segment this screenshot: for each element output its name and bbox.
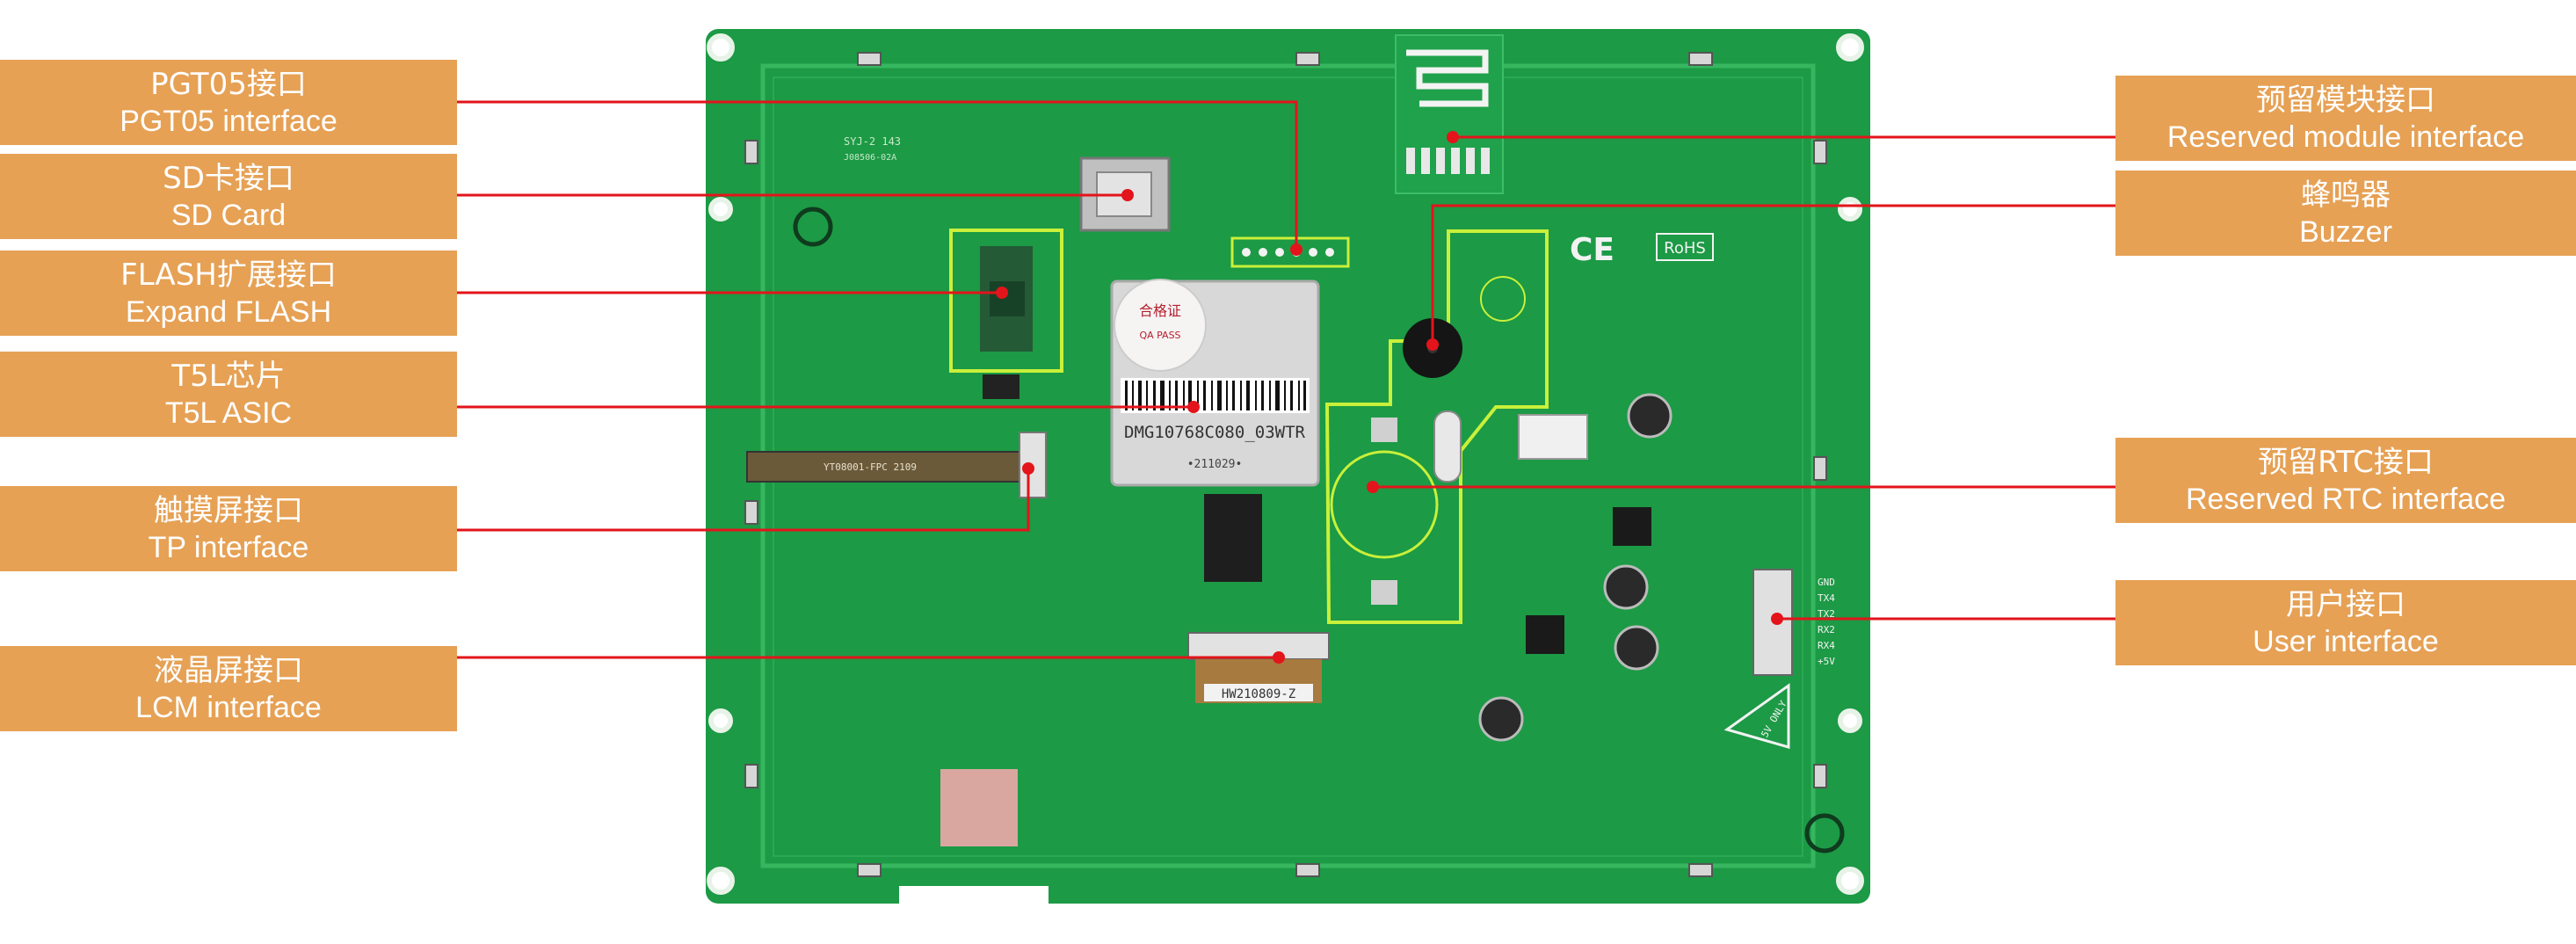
capacitor [1603, 564, 1649, 610]
svg-text:RX2: RX2 [1818, 624, 1835, 635]
module-label: DMG10768C080_03WTR [1124, 423, 1305, 442]
coin-cell-outline [1480, 276, 1526, 322]
callout-user: 用户接口 User interface [2115, 580, 2576, 665]
qc-pass: QA PASS [1139, 330, 1180, 341]
rtc-pad-top [1371, 418, 1397, 442]
warning-triangle [1723, 683, 1790, 749]
mounting-hole [1838, 708, 1862, 733]
mounting-hole [1838, 197, 1862, 221]
capacitor [1627, 393, 1673, 439]
connector-white [1518, 414, 1588, 460]
callout-buzzer: 蜂鸣器 Buzzer [2115, 171, 2576, 256]
date-code: •211029• [1187, 458, 1243, 471]
svg-text:TX2: TX2 [1818, 608, 1835, 620]
callout-module-en: Reserved module interface [2166, 120, 2525, 154]
svg-text:+5V: +5V [1818, 656, 1835, 667]
rtc-battery-holder [1330, 450, 1439, 559]
rtc-zone [1324, 229, 1549, 624]
callout-user-zh: 用户接口 [2286, 586, 2405, 622]
module-header-pins [1406, 148, 1490, 174]
callout-sd-en: SD Card [171, 198, 287, 232]
callout-module-zh: 预留模块接口 [2256, 82, 2435, 118]
mounting-hole [1836, 33, 1864, 62]
leader-pgt05 [457, 100, 1298, 250]
pgt05-header [1230, 236, 1350, 268]
edge-clips [744, 52, 1827, 877]
lcm-label: HW210809-Z [1222, 687, 1295, 701]
tp-fpc-cable [746, 451, 1020, 483]
callout-sd: SD卡接口 SD Card [0, 154, 457, 239]
leader-lines [457, 100, 2115, 659]
inductor [1526, 615, 1564, 654]
flash-pad [990, 281, 1025, 316]
callout-tp-zh: 触摸屏接口 [154, 492, 303, 528]
callout-tp-en: TP interface [148, 530, 309, 564]
callout-flash-en: Expand FLASH [125, 294, 332, 329]
mounting-hole [707, 33, 735, 62]
callout-rtc-zh: 预留RTC接口 [2258, 444, 2434, 480]
callout-flash: FLASH扩展接口 Expand FLASH [0, 251, 457, 336]
sdram-chip [1204, 494, 1262, 582]
mounting-hole [707, 867, 735, 895]
callout-sd-zh: SD卡接口 [163, 160, 294, 196]
mounting-hole [708, 708, 733, 733]
leader-buzzer [1431, 204, 2115, 345]
inductor [1613, 507, 1651, 546]
callout-buzzer-en: Buzzer [2299, 214, 2392, 249]
svg-text:RX4: RX4 [1818, 640, 1835, 651]
callout-tp: 触摸屏接口 TP interface [0, 486, 457, 571]
callout-flash-zh: FLASH扩展接口 [120, 257, 337, 293]
pcb-code: SYJ-2 143 [844, 135, 901, 148]
pcb-board-bottom-tab [899, 886, 1049, 905]
flash-zone [949, 229, 1063, 373]
callout-rtc-en: Reserved RTC interface [2185, 482, 2507, 516]
logo-mark-bottom [1804, 813, 1845, 853]
antenna-trace [1406, 49, 1489, 107]
user-pin-labels: GND TX4 TX2 RX2 RX4 +5V [1818, 577, 1835, 667]
qc-sticker [1114, 279, 1207, 372]
callout-buzzer-zh: 蜂鸣器 [2301, 177, 2391, 213]
barcode-lines [1125, 381, 1306, 410]
rohs-mark: RoHS [1664, 239, 1706, 258]
mounting-holes [707, 33, 1864, 895]
callout-lcm-zh: 液晶屏接口 [154, 652, 303, 688]
mounting-hole [1836, 867, 1864, 895]
rohs-box [1656, 233, 1714, 261]
mounting-hole [708, 197, 733, 221]
callout-t5l-zh: T5L芯片 [171, 358, 286, 394]
lcm-connector [1187, 632, 1330, 660]
callout-pgt05: PGT05接口 PGT05 interface [0, 60, 457, 145]
leader-endpoints [996, 131, 1783, 664]
rtc-pad-bottom [1371, 580, 1397, 605]
crystal [1433, 410, 1462, 483]
svg-text:TX4: TX4 [1818, 592, 1835, 604]
callout-user-en: User interface [2253, 624, 2439, 658]
pcb-subcode: J08506-02A [844, 153, 896, 163]
svg-text:GND: GND [1818, 577, 1835, 588]
small-ic [983, 374, 1020, 399]
callout-lcm: 液晶屏接口 LCM interface [0, 646, 457, 731]
logo-mark [793, 207, 833, 247]
callout-rtc: 预留RTC接口 Reserved RTC interface [2115, 438, 2576, 523]
qc-label: 合格证 [1139, 302, 1181, 319]
callout-module: 预留模块接口 Reserved module interface [2115, 76, 2576, 161]
capacitor [1614, 625, 1659, 671]
callout-t5l-en: T5L ASIC [164, 396, 293, 430]
callout-t5l: T5L芯片 T5L ASIC [0, 352, 457, 437]
fpc-label: YT08001-FPC 2109 [824, 461, 917, 473]
callout-pgt05-en: PGT05 interface [120, 104, 337, 138]
leader-tp [457, 468, 1030, 532]
callout-lcm-en: LCM interface [135, 690, 322, 724]
capacitor [1478, 696, 1524, 742]
ce-mark: CE [1570, 232, 1615, 268]
callout-pgt05-zh: PGT05接口 [150, 66, 307, 102]
copper-pad [940, 769, 1018, 846]
capacitors [1478, 393, 1673, 742]
